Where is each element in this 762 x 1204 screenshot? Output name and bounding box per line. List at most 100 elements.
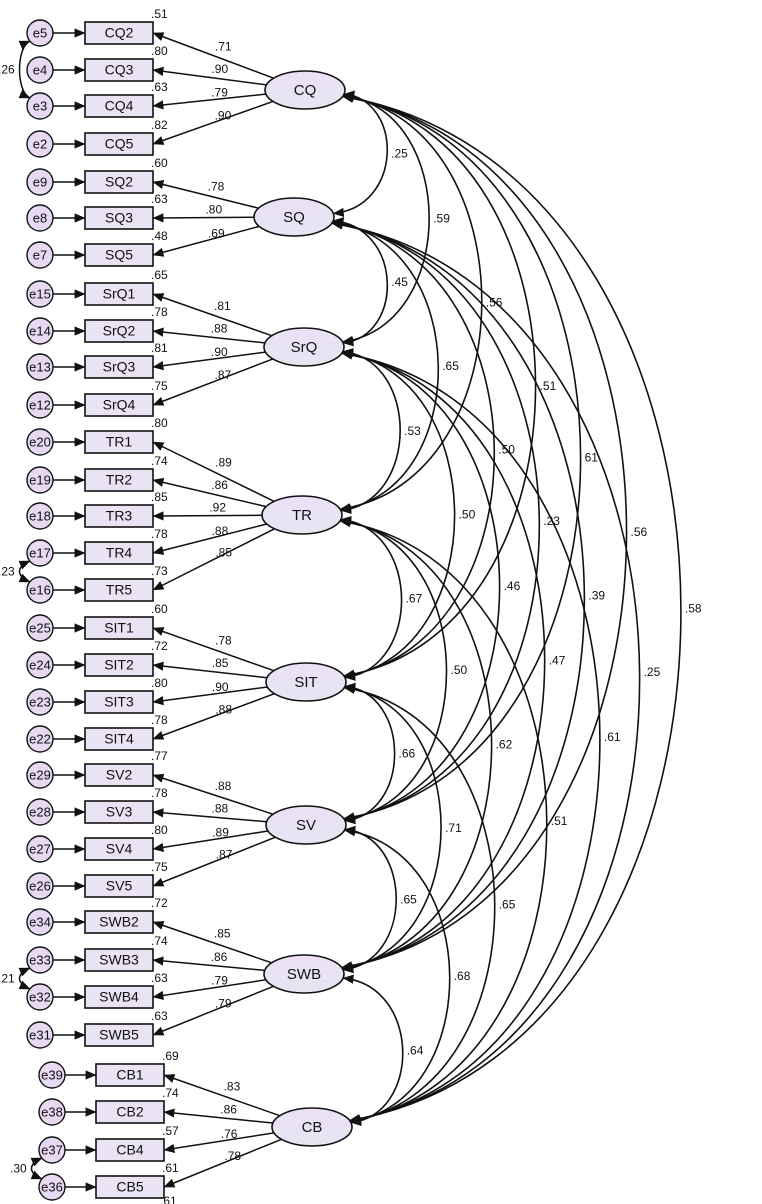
error-label: e39 bbox=[41, 1067, 63, 1082]
error-label: e13 bbox=[29, 359, 51, 374]
error-circle bbox=[26, 614, 54, 642]
loading-arrow bbox=[152, 351, 266, 371]
error-label: e4 bbox=[33, 62, 47, 77]
indicator-label: SWB2 bbox=[99, 914, 139, 930]
indicator-label: SV5 bbox=[106, 878, 133, 894]
loading-label: .90 bbox=[211, 62, 228, 76]
indicator-label: TR1 bbox=[106, 434, 133, 450]
latent-label: CB bbox=[302, 1119, 323, 1136]
correlation-label: .23 bbox=[543, 514, 560, 528]
indicator-box bbox=[84, 94, 154, 118]
loading-arrow bbox=[152, 773, 274, 815]
loading-arrow bbox=[152, 327, 266, 344]
r2-label: .65 bbox=[151, 268, 168, 282]
error-circle bbox=[26, 466, 54, 494]
correlation-label: .25 bbox=[644, 665, 661, 679]
r2-label: .63 bbox=[151, 192, 168, 206]
correlation-label: .25 bbox=[391, 147, 408, 161]
r2-label: .57 bbox=[162, 1124, 179, 1138]
indicator-label: SIT4 bbox=[104, 731, 134, 747]
error-circle bbox=[26, 92, 54, 120]
loading-label: .88 bbox=[215, 702, 232, 716]
error-circle bbox=[26, 651, 54, 679]
indicator-label: SV2 bbox=[106, 767, 133, 783]
r2-label: .73 bbox=[151, 564, 168, 578]
indicator-box bbox=[84, 800, 154, 824]
r2-label: .78 bbox=[151, 713, 168, 727]
error-circle bbox=[26, 56, 54, 84]
error-label: e17 bbox=[29, 545, 51, 560]
error-covariance-label: .23 bbox=[0, 565, 15, 579]
loading-arrow bbox=[163, 1108, 273, 1124]
loading-label: .85 bbox=[215, 546, 232, 560]
loading-label: .86 bbox=[211, 950, 228, 964]
loading-label: .80 bbox=[205, 203, 222, 217]
correlation-label: .67 bbox=[406, 591, 423, 605]
indicator-label: SIT2 bbox=[104, 657, 134, 673]
indicator-box bbox=[84, 58, 154, 82]
indicator-box bbox=[84, 206, 154, 230]
error-covariance-label: .21 bbox=[0, 972, 15, 986]
correlation-arc bbox=[341, 93, 628, 971]
loading-label: .87 bbox=[216, 848, 233, 862]
indicator-label: SQ2 bbox=[105, 174, 133, 190]
indicator-label: CQ2 bbox=[105, 25, 134, 41]
correlation-label: .50 bbox=[498, 442, 515, 456]
loading-path-layer bbox=[18, 28, 282, 1192]
correlation-arc bbox=[331, 219, 439, 513]
indicator-label: SV3 bbox=[106, 804, 133, 820]
indicator-box bbox=[95, 1100, 165, 1124]
correlation-arc bbox=[331, 219, 541, 822]
latent-ellipse bbox=[253, 197, 335, 237]
latent-label: TR bbox=[292, 507, 312, 524]
correlation-label: .59 bbox=[433, 212, 450, 226]
r2-label: .81 bbox=[151, 341, 168, 355]
error-label: e26 bbox=[29, 878, 51, 893]
r2-label: .80 bbox=[151, 676, 168, 690]
error-covariance-arc bbox=[18, 40, 31, 99]
error-label: e14 bbox=[29, 323, 51, 338]
r2-label: .78 bbox=[151, 527, 168, 541]
correlation-label: .65 bbox=[442, 359, 459, 373]
indicator-label: SWB3 bbox=[99, 952, 139, 968]
indicator-box bbox=[84, 132, 154, 156]
error-circle bbox=[26, 725, 54, 753]
error-circle bbox=[26, 908, 54, 936]
correlation-arc bbox=[331, 219, 496, 680]
error-covariance-arc bbox=[18, 560, 31, 583]
loading-label: .89 bbox=[212, 825, 229, 839]
estimate-label-layer: .25.59.56.5161.56.58.45.65.50.23.39.25.5… bbox=[0, 7, 702, 1204]
correlation-label: .51 bbox=[551, 814, 568, 828]
error-covariance-arc bbox=[18, 967, 31, 990]
indicator-box bbox=[84, 578, 154, 602]
error-label: e23 bbox=[29, 694, 51, 709]
r2-label: .74 bbox=[151, 454, 168, 468]
error-circle bbox=[26, 502, 54, 530]
loading-arrow bbox=[152, 627, 275, 672]
error-circle bbox=[26, 130, 54, 158]
error-label: e5 bbox=[33, 25, 47, 40]
error-label: e28 bbox=[29, 804, 51, 819]
loading-arrow bbox=[152, 692, 275, 740]
r2-label: .74 bbox=[151, 934, 168, 948]
error-circle bbox=[26, 353, 54, 381]
r2-label: .72 bbox=[151, 639, 168, 653]
error-label: e18 bbox=[29, 508, 51, 523]
correlation-arc bbox=[331, 220, 641, 1124]
error-label: e2 bbox=[33, 136, 47, 151]
correlation-label: .66 bbox=[399, 747, 416, 761]
indicator-label: TR5 bbox=[106, 582, 133, 598]
r2-label: .85 bbox=[151, 490, 168, 504]
loading-arrow bbox=[152, 511, 263, 521]
indicator-box bbox=[84, 243, 154, 267]
correlation-arc bbox=[332, 90, 388, 218]
loading-arrow bbox=[152, 225, 260, 257]
indicator-label: CB5 bbox=[116, 1179, 143, 1195]
correlation-arc bbox=[342, 93, 537, 679]
error-circle bbox=[38, 1136, 66, 1164]
error-circle bbox=[26, 688, 54, 716]
correlation-arc bbox=[340, 348, 401, 514]
latent-ellipse bbox=[264, 70, 346, 110]
error-label: e24 bbox=[29, 657, 51, 672]
r2-label: .78 bbox=[151, 786, 168, 800]
